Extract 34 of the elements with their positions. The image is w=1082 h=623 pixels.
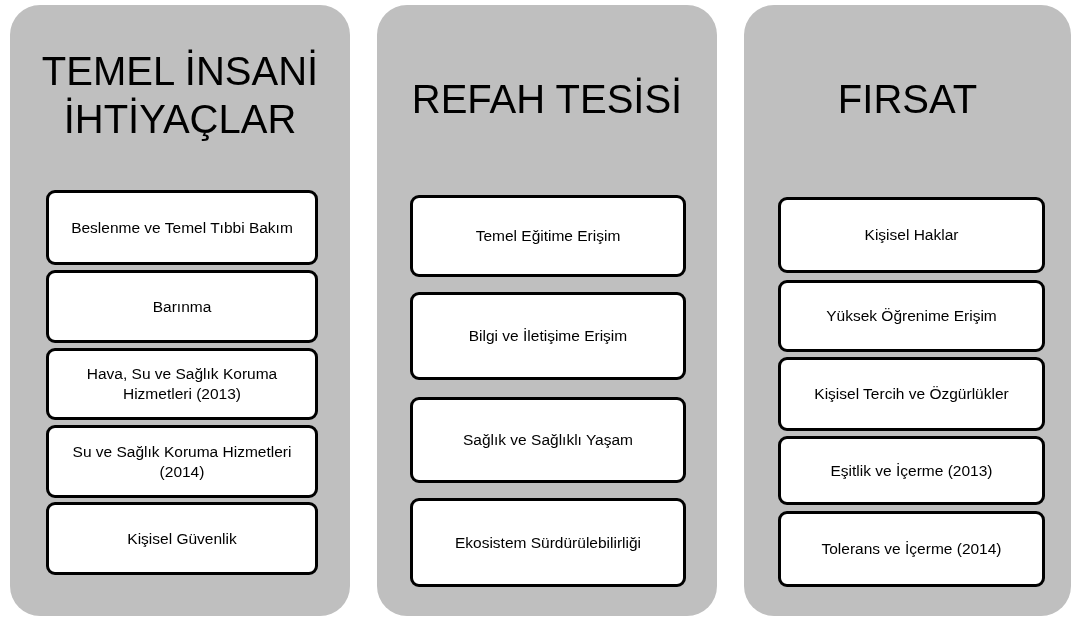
item-box [46, 190, 318, 265]
category-panel [744, 5, 1071, 616]
item-box [46, 502, 318, 575]
item-box [778, 280, 1045, 352]
item-label: Eşitlik ve İçerme (2013) [829, 460, 994, 481]
category-panel [10, 5, 350, 616]
item-label: Kişisel Haklar [863, 225, 960, 245]
item-box [46, 348, 318, 420]
item-label: Kişisel Tercih ve Özgürlükler [813, 384, 1010, 404]
item-label: Bilgi ve İletişime Erişim [467, 326, 629, 346]
item-label: Yüksek Öğrenime Erişim [825, 306, 998, 326]
item-label: Beslenme ve Temel Tıbbi Bakım [70, 217, 294, 238]
item-box [410, 397, 686, 483]
item-label: Temel Eğitime Erişim [474, 226, 622, 246]
item-label: Barınma [151, 296, 213, 317]
item-label: Kişisel Güvenlik [126, 528, 238, 549]
item-box [410, 498, 686, 587]
item-label: Sağlık ve Sağlıklı Yaşam [462, 430, 634, 450]
category-panel [377, 5, 717, 616]
item-box [410, 195, 686, 277]
item-box [778, 436, 1045, 505]
item-box [46, 425, 318, 498]
panel-heading: TEMEL İNSANİ İHTİYAÇLAR [40, 48, 320, 143]
item-box [46, 270, 318, 343]
item-label: Su ve Sağlık Koruma Hizmetleri (2014) [71, 441, 293, 482]
item-box [778, 511, 1045, 587]
item-box [410, 292, 686, 380]
item-box [778, 197, 1045, 273]
panel-heading: FIRSAT [836, 76, 979, 123]
item-label: Hava, Su ve Sağlık Koruma Hizmetleri (2013) [85, 364, 279, 404]
panel-heading: REFAH TESİSİ [410, 76, 684, 123]
item-label: Tolerans ve İçerme (2014) [820, 539, 1003, 559]
item-label: Ekosistem Sürdürülebilirliği [453, 532, 643, 553]
item-box [778, 357, 1045, 431]
